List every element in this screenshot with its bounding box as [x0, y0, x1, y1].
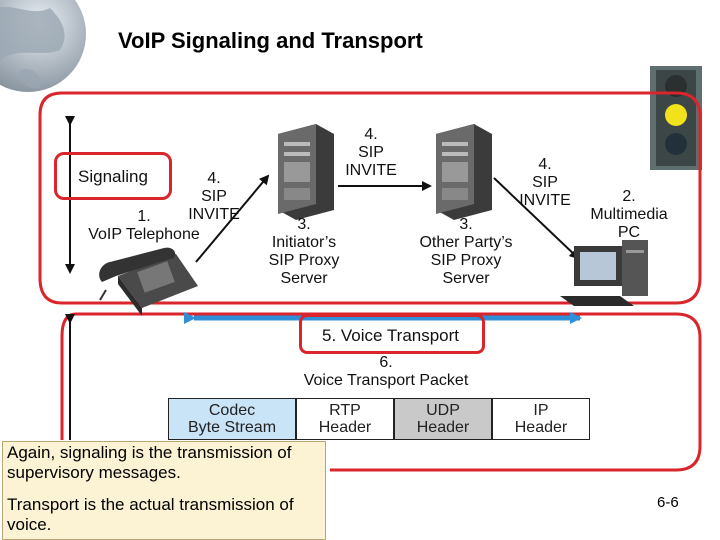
other-proxy-text-1: Other Party’s [419, 234, 513, 251]
voice-packet-text: Voice Transport Packet [303, 372, 469, 389]
globe-icon [0, 0, 86, 92]
sip-invite-right-label: 4. SIP INVITE [512, 156, 578, 210]
multimedia-pc-icon [560, 240, 648, 306]
explanation-note: Again, signaling is the transmission of … [2, 441, 326, 540]
sip-invite-top-text-1: SIP [358, 144, 384, 161]
voip-telephone-label: 1. VoIP Telephone [78, 208, 210, 244]
sip-invite-right-text-1: SIP [532, 174, 558, 191]
sip-invite-top-label: 4. SIP INVITE [338, 126, 404, 180]
voice-transport-highlight [299, 314, 485, 354]
note-transport-text: Transport is the actual transmission of … [7, 495, 294, 534]
page-number: 6-6 [657, 494, 679, 511]
other-proxy-label: 3. Other Party’s SIP Proxy Server [408, 216, 524, 288]
packet-field-rtp-line-1: RTP [329, 402, 361, 419]
packet-field-ip-line-2: Header [514, 419, 568, 436]
multimedia-pc-text-1: Multimedia [590, 206, 668, 223]
multimedia-pc-number: 2. [622, 188, 636, 205]
other-party-proxy-server-icon [436, 124, 492, 220]
initiator-proxy-number: 3. [297, 216, 311, 233]
signaling-label: Signaling [78, 167, 148, 186]
packet-field-rtp-line-2: Header [318, 419, 372, 436]
initiator-proxy-label: 3. Initiator’s SIP Proxy Server [254, 216, 354, 288]
packet-field-codec-line-2: Byte Stream [187, 419, 277, 436]
other-proxy-text-2: SIP Proxy [430, 252, 502, 269]
invite-arrow-right [493, 177, 580, 260]
packet-field-ip-line-1: IP [533, 402, 549, 419]
initiator-proxy-text-3: Server [280, 270, 328, 287]
sip-invite-left-label: 4. SIP INVITE [182, 170, 246, 224]
sip-invite-left-number: 4. [207, 170, 221, 187]
sip-invite-top-number: 4. [364, 126, 378, 143]
signaling-highlight [54, 152, 172, 200]
page-title: VoIP Signaling and Transport [118, 28, 423, 53]
packet-field-udp-line-2: Header [416, 419, 470, 436]
voice-packet-label: 6. Voice Transport Packet [286, 354, 486, 390]
voip-telephone-number: 1. [137, 208, 151, 225]
initiator-proxy-server-icon [278, 124, 334, 220]
initiator-proxy-text-1: Initiator’s [271, 234, 337, 251]
sip-invite-left-text-2: INVITE [188, 206, 240, 223]
packet-field-codec-line-1: Codec [208, 402, 256, 419]
voice-packet-number: 6. [379, 354, 393, 371]
multimedia-pc-text-2: PC [617, 224, 641, 241]
sip-invite-right-number: 4. [538, 156, 552, 173]
sip-invite-right-text-2: INVITE [519, 192, 571, 209]
traffic-light-icon [650, 66, 702, 170]
packet-field-udp-line-1: UDP [426, 402, 460, 419]
sip-invite-top-text-2: INVITE [345, 162, 397, 179]
voice-transport-label: 5. Voice Transport [322, 326, 460, 345]
multimedia-pc-label: 2. Multimedia PC [584, 188, 674, 242]
note-signaling-text: Again, signaling is the transmission of … [7, 443, 292, 482]
sip-invite-left-text-1: SIP [201, 188, 227, 205]
other-proxy-number: 3. [459, 216, 473, 233]
voip-telephone-icon [99, 247, 198, 316]
other-proxy-text-3: Server [442, 270, 490, 287]
invite-arrow-left [195, 174, 270, 263]
signaling-frame [38, 91, 702, 305]
voip-telephone-text: VoIP Telephone [88, 226, 200, 243]
initiator-proxy-text-2: SIP Proxy [268, 252, 340, 269]
